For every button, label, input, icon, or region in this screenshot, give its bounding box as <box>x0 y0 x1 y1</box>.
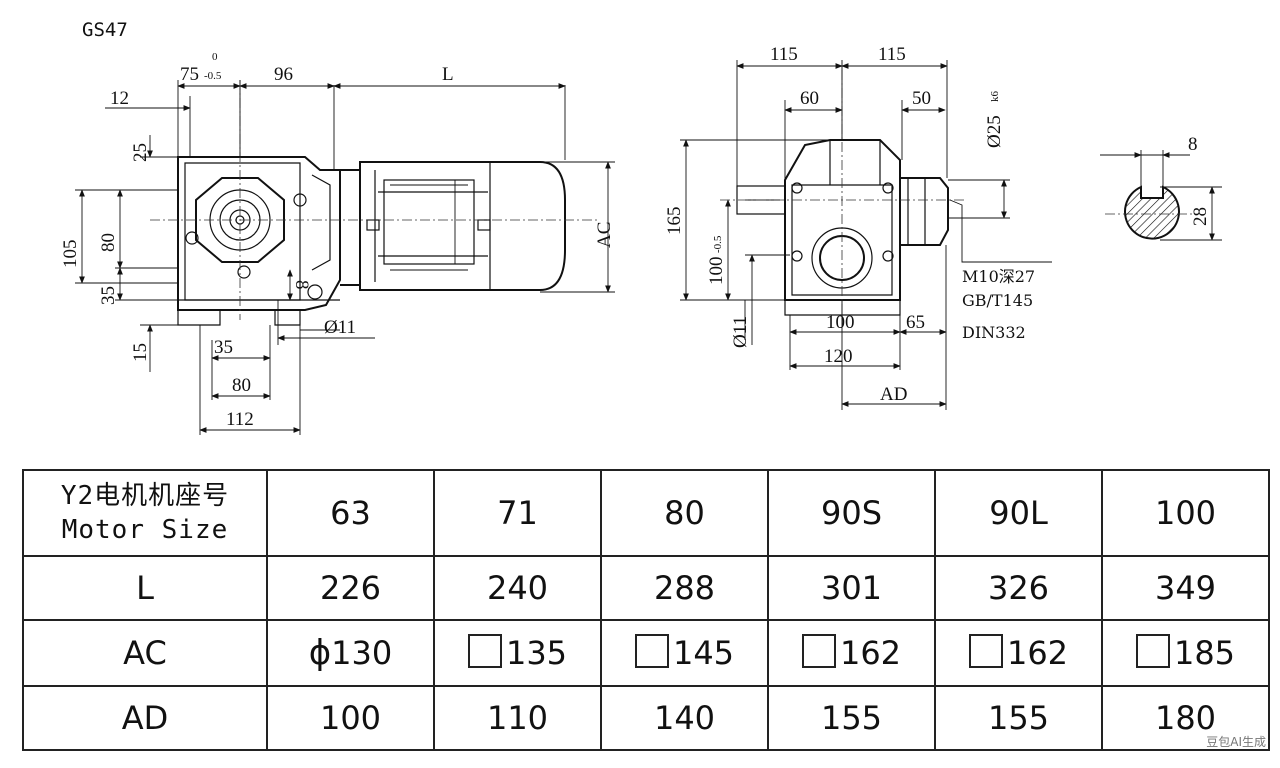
dim-AD: AD <box>880 384 907 405</box>
row-label: AC <box>22 619 268 687</box>
dim-80-vertical: 80 <box>98 233 119 252</box>
dim-105: 105 <box>60 240 81 269</box>
dim-tol-upper: 0 <box>212 51 218 63</box>
table-row: L 226 240 288 301 326 349 <box>22 555 1270 621</box>
dim-tol-k6: k6 <box>989 91 1001 103</box>
motor-size-cell: 90L <box>934 469 1103 557</box>
table-cell: ϕ130 <box>266 619 435 687</box>
front-view: 75 0 -0.5 96 L 12 25 105 80 35 15 8 35 8… <box>60 51 615 435</box>
table-cell: 301 <box>767 555 936 621</box>
motor-size-table: Y2电机机座号 Motor Size 63 71 80 90S 90L 100 … <box>22 469 1270 751</box>
table-cell: 288 <box>600 555 769 621</box>
dim-60: 60 <box>800 88 819 109</box>
table-cell: 145 <box>600 619 769 687</box>
table-cell: 155 <box>934 685 1103 751</box>
dim-12: 12 <box>110 88 129 109</box>
dim-112: 112 <box>226 409 254 430</box>
square-icon <box>467 634 502 668</box>
motor-size-cell: 80 <box>600 469 769 557</box>
technical-drawing: GS47 <box>60 19 1222 435</box>
note-standard-din: DIN332 <box>962 323 1026 342</box>
dim-35-vertical: 35 <box>98 286 119 305</box>
dim-115-left: 115 <box>770 44 798 65</box>
table-cell: 185 <box>1101 619 1270 687</box>
watermark: 豆包AI生成 <box>1206 735 1266 749</box>
table-row: AC ϕ130 135 145 162 162 185 <box>22 619 1270 687</box>
motor-size-cell: 71 <box>433 469 602 557</box>
table-cell: 110 <box>433 685 602 751</box>
dim-8: 8 <box>291 280 312 290</box>
ac-value: 145 <box>672 634 735 672</box>
dim-96: 96 <box>274 64 293 85</box>
dim-15: 15 <box>130 343 151 362</box>
dim-25: 25 <box>130 143 151 162</box>
phi-icon: ϕ <box>308 633 332 673</box>
header-en: Motor Size <box>61 515 229 545</box>
note-standard-gb: GB/T145 <box>962 291 1033 310</box>
dim-25-shaft: Ø25 <box>984 115 1005 148</box>
table-cell: 326 <box>934 555 1103 621</box>
dim-tol-lower: -0.5 <box>204 70 222 82</box>
dim-AC: AC <box>594 222 615 248</box>
dim-120: 120 <box>824 346 853 367</box>
ac-value: 185 <box>1173 634 1236 672</box>
dim-key-28: 28 <box>1190 207 1211 226</box>
table-cell: 140 <box>600 685 769 751</box>
dim-11-side: Ø11 <box>730 316 751 348</box>
table-cell: 180 <box>1101 685 1270 751</box>
ac-value: 162 <box>839 634 902 672</box>
table-cell: 240 <box>433 555 602 621</box>
header-cn: Y2电机机座号 <box>60 481 230 511</box>
dim-75: 75 <box>180 64 199 85</box>
dim-100-tol: -0.5 <box>712 235 724 253</box>
ac-value: 135 <box>505 634 568 672</box>
motor-size-cell: 63 <box>266 469 435 557</box>
dim-165: 165 <box>664 207 685 236</box>
row-label: L <box>22 555 268 621</box>
dim-115-right: 115 <box>878 44 906 65</box>
side-view: 115 115 60 50 Ø25 k6 165 100 -0.5 Ø11 10… <box>664 44 1052 410</box>
ac-value: 130 <box>331 634 393 672</box>
table-cell: 226 <box>266 555 435 621</box>
dim-35-horizontal: 35 <box>214 337 233 358</box>
table-cell: 162 <box>767 619 936 687</box>
dim-100-horizontal: 100 <box>826 312 855 333</box>
dim-65: 65 <box>906 312 925 333</box>
dim-key-8: 8 <box>1188 134 1198 155</box>
dim-80-horizontal: 80 <box>232 375 251 396</box>
table-cell: 155 <box>767 685 936 751</box>
dim-11-hole: Ø11 <box>324 317 356 338</box>
dim-50: 50 <box>912 88 931 109</box>
table-row: AD 100 110 140 155 155 180 <box>22 685 1270 751</box>
table-header-cell: Y2电机机座号 Motor Size <box>22 469 268 557</box>
square-icon <box>968 634 1003 668</box>
square-icon <box>634 634 669 668</box>
ac-value: 162 <box>1006 634 1069 672</box>
motor-size-cell: 90S <box>767 469 936 557</box>
table-cell: 349 <box>1101 555 1270 621</box>
square-icon <box>801 634 836 668</box>
row-label: AD <box>22 685 268 751</box>
table-cell: 162 <box>934 619 1103 687</box>
drawing-title: GS47 <box>82 19 128 41</box>
dim-100-vertical: 100 <box>706 257 727 286</box>
table-header-row: Y2电机机座号 Motor Size 63 71 80 90S 90L 100 <box>22 469 1270 557</box>
dim-L: L <box>442 64 454 85</box>
note-thread: M10深27 <box>962 267 1035 286</box>
table-cell: 135 <box>433 619 602 687</box>
square-icon <box>1135 634 1170 668</box>
shaft-section: 8 28 <box>1100 134 1222 241</box>
table-cell: 100 <box>266 685 435 751</box>
motor-size-cell: 100 <box>1101 469 1270 557</box>
